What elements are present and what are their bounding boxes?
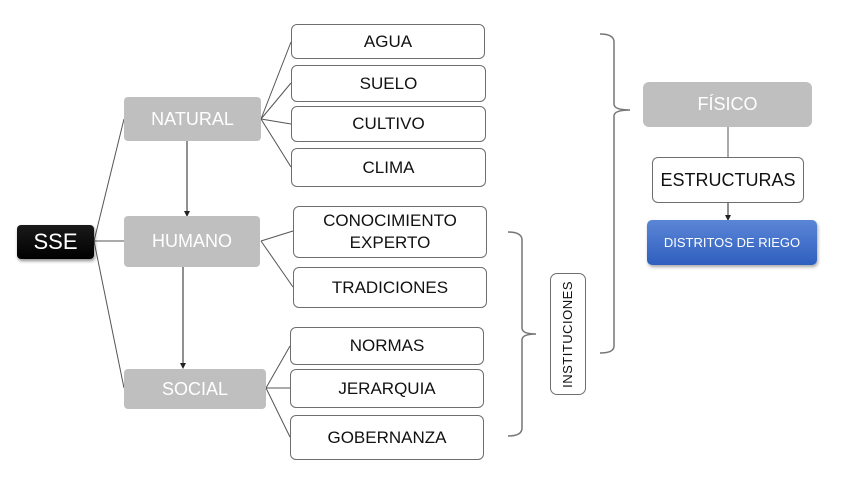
natural-label: NATURAL (151, 108, 234, 129)
link-humano-conocimiento (260, 230, 294, 242)
instituciones-label: INSTITUCIONES (560, 280, 575, 388)
brace-instituciones (507, 231, 537, 437)
conocimiento-experto-label: CONOCIMIENTO EXPERTO (323, 211, 457, 252)
cultivo-label: CULTIVO (352, 114, 425, 133)
normas-label: NORMAS (349, 336, 425, 355)
tradiciones-node[interactable]: TRADICIONES (293, 267, 487, 308)
link-natural-agua (260, 41, 292, 120)
jerarquia-node[interactable]: JERARQUIA (290, 369, 484, 408)
link-natural-cultivo (260, 118, 292, 125)
link-social-gobernanza (265, 387, 291, 438)
link-humano-tradiciones (260, 240, 294, 288)
sse-node[interactable]: SSE (17, 225, 94, 259)
link-social-normas (265, 345, 291, 389)
sse-label: SSE (33, 229, 78, 254)
humano-label: HUMANO (152, 231, 232, 251)
link-sse-social (93, 240, 125, 389)
instituciones-node[interactable]: INSTITUCIONES (550, 273, 586, 395)
gobernanza-node[interactable]: GOBERNANZA (290, 415, 484, 460)
distritos-de-riego-label: DISTRITOS DE RIEGO (663, 235, 801, 250)
clima-node[interactable]: CLIMA (291, 148, 486, 187)
clima-label: CLIMA (362, 157, 415, 177)
estructuras-label: ESTRUCTURAS (660, 170, 796, 190)
brace-fisico (599, 33, 631, 354)
fisico-label: FÍSICO (697, 94, 758, 114)
fisico-node[interactable]: FÍSICO (643, 82, 812, 127)
gobernanza-label: GOBERNANZA (327, 427, 447, 447)
social-label: SOCIAL (161, 378, 229, 399)
link-natural-clima (260, 118, 292, 168)
agua-label: AGUA (363, 31, 413, 51)
natural-node[interactable]: NATURAL (124, 97, 261, 141)
link-sse-natural (93, 118, 125, 242)
normas-node[interactable]: NORMAS (290, 327, 484, 365)
estructuras-node[interactable]: ESTRUCTURAS (652, 157, 804, 203)
humano-node[interactable]: HUMANO (124, 216, 260, 267)
conocimiento-experto-node[interactable]: CONOCIMIENTO EXPERTO (293, 206, 487, 258)
social-node[interactable]: SOCIAL (124, 369, 266, 409)
link-natural-suelo (260, 82, 292, 120)
distritos-de-riego-node[interactable]: DISTRITOS DE RIEGO (647, 220, 817, 265)
agua-node[interactable]: AGUA (291, 24, 485, 59)
cultivo-node[interactable]: CULTIVO (291, 106, 486, 142)
suelo-node[interactable]: SUELO (291, 65, 486, 102)
jerarquia-label: JERARQUIA (338, 378, 436, 398)
tradiciones-label: TRADICIONES (331, 277, 449, 297)
suelo-label: SUELO (359, 73, 418, 93)
